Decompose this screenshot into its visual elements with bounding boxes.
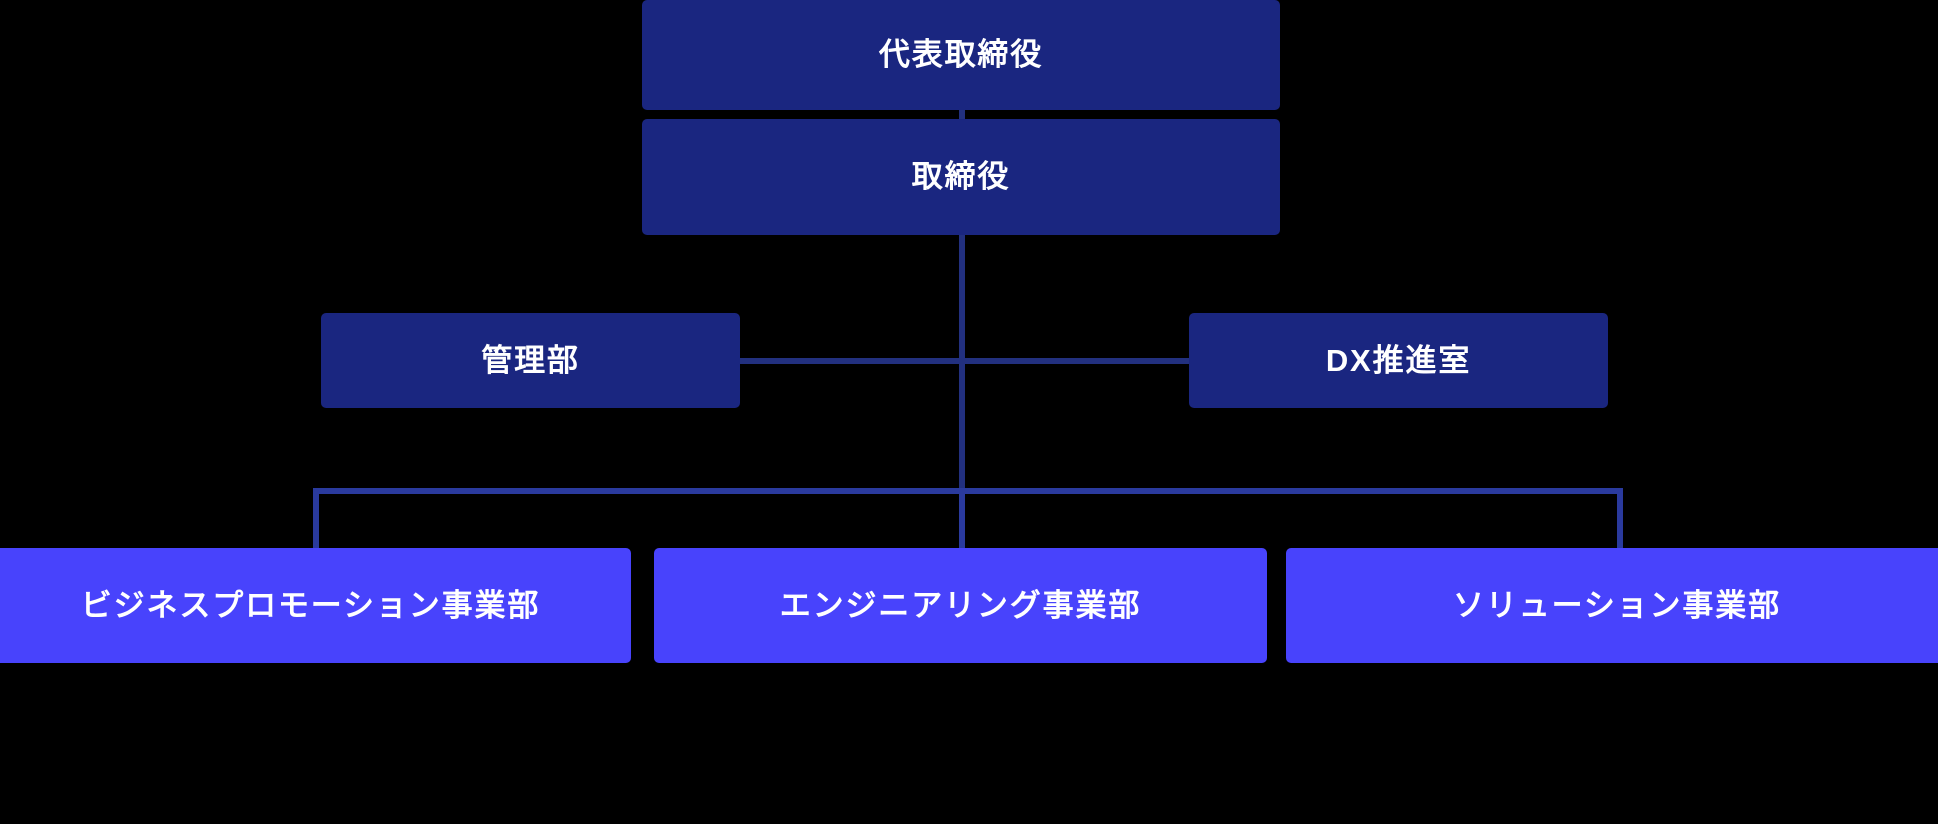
connector-middle-horizontal xyxy=(737,358,1192,364)
connector-drop-left xyxy=(313,488,319,548)
org-node-administration-department[interactable]: 管理部 xyxy=(321,313,740,408)
org-node-business-promotion-division[interactable]: ビジネスプロモーション事業部 xyxy=(0,548,631,663)
org-node-director[interactable]: 取締役 xyxy=(642,119,1280,235)
connector-ceo-to-director xyxy=(959,108,965,122)
org-node-representative-director[interactable]: 代表取締役 xyxy=(642,0,1280,110)
org-node-engineering-division[interactable]: エンジニアリング事業部 xyxy=(654,548,1267,663)
org-node-solution-division[interactable]: ソリューション事業部 xyxy=(1286,548,1938,663)
org-node-dx-promotion-office[interactable]: DX推進室 xyxy=(1189,313,1608,408)
connector-bottom-bar xyxy=(313,488,1623,494)
connector-drop-center xyxy=(959,488,965,548)
connector-drop-right xyxy=(1617,488,1623,548)
